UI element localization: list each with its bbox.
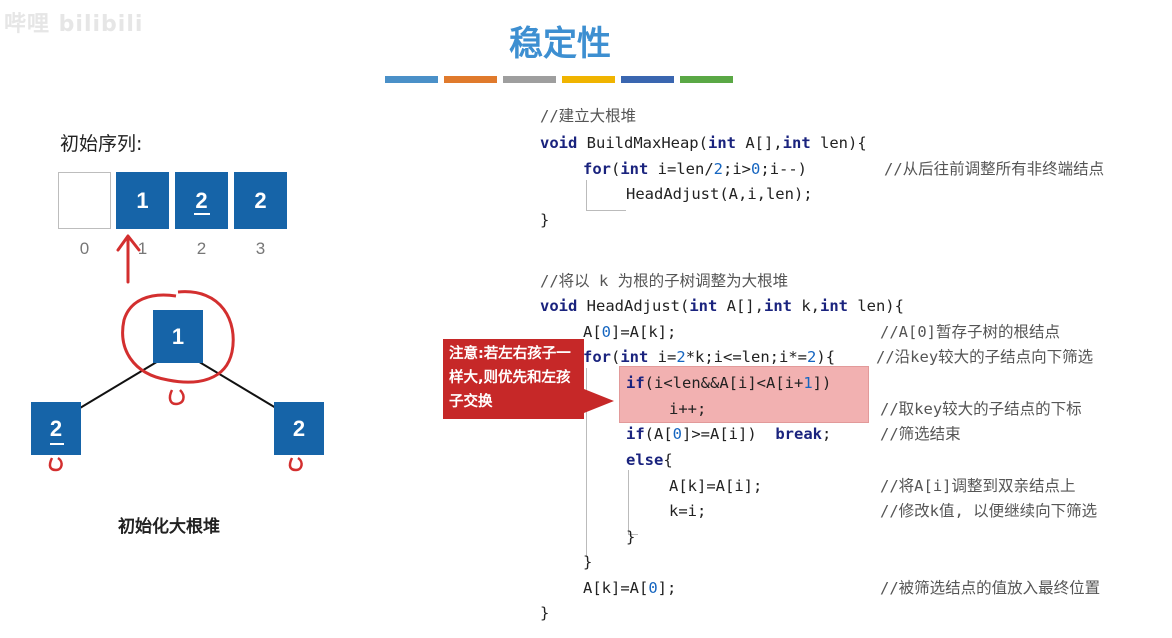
code-line: k=i;: [669, 502, 707, 520]
array-cell-1: 1: [116, 172, 169, 229]
code-line: //沿key较大的子结点向下筛选: [876, 345, 1093, 369]
code-line: //将以 k 为根的子树调整为大根堆: [540, 269, 788, 293]
code-comment: //将以 k 为根的子树调整为大根堆: [540, 272, 789, 290]
code-line: }: [540, 604, 550, 622]
array-index-3: 3: [255, 239, 266, 258]
code-comment: //修改k值, 以便继续向下筛选: [880, 502, 1098, 520]
code-comment: //建立大根堆: [540, 107, 637, 125]
callout-arrow: [584, 389, 614, 413]
code-line: for(int i=len/2;i>0;i--): [583, 160, 808, 178]
code-line: //筛选结束: [880, 422, 961, 446]
code-line: else{: [626, 451, 673, 469]
code-comment: //筛选结束: [880, 425, 961, 443]
code-comment: //沿key较大的子结点向下筛选: [876, 348, 1094, 366]
code-line: }: [540, 211, 550, 229]
tree-caption: 初始化大根堆: [118, 517, 220, 537]
code-line: HeadAdjust(A,i,len);: [626, 185, 813, 203]
title-stripe-3: [503, 76, 556, 83]
callout-note: 注意:若左右孩子一样大,则优先和左孩子交换: [443, 339, 584, 419]
code-line: //被筛选结点的值放入最终位置: [880, 576, 1100, 600]
code-line: //建立大根堆: [540, 104, 636, 128]
title-stripe-5: [621, 76, 674, 83]
tree-node-right: 2: [274, 402, 324, 455]
title-stripe-1: [385, 76, 438, 83]
page-title: 稳定性: [509, 24, 611, 64]
code-line: if(i<len&&A[i]<A[i+1]): [626, 374, 832, 392]
indent-guide: [586, 368, 587, 556]
indent-guide: [586, 210, 626, 211]
code-line: //修改k值, 以便继续向下筛选: [880, 499, 1097, 523]
code-line: i++;: [669, 400, 707, 418]
code-line: //取key较大的子结点的下标: [880, 397, 1082, 421]
code-line: //A[0]暂存子树的根结点: [880, 320, 1060, 344]
code-line: for(int i=2*k;i<=len;i*=2){: [583, 348, 836, 366]
array-index-0: 0: [79, 239, 90, 258]
array-cell-0: [58, 172, 111, 229]
code-line: //从后往前调整所有非终端结点: [884, 157, 1104, 181]
title-stripe-2: [444, 76, 497, 83]
initial-sequence-label: 初始序列:: [60, 133, 143, 155]
code-line: A[k]=A[i];: [669, 477, 763, 495]
code-line: A[k]=A[0];: [583, 579, 677, 597]
code-line: void BuildMaxHeap(int A[],int len){: [540, 134, 867, 152]
code-comment: //A[0]暂存子树的根结点: [880, 323, 1060, 341]
code-line: if(A[0]>=A[i]) break;: [626, 425, 832, 443]
indent-guide: [628, 534, 638, 535]
tree-node-root: 1: [153, 310, 203, 363]
array-index-1: 1: [137, 239, 148, 258]
code-line: }: [626, 528, 636, 546]
array-cell-3: 2: [234, 172, 287, 229]
title-stripe-6: [680, 76, 733, 83]
array-index-2: 2: [196, 239, 207, 258]
indent-guide: [628, 470, 629, 534]
tree-node-left: 2: [31, 402, 81, 455]
array-cell-2: 2: [175, 172, 228, 229]
code-line: }: [583, 553, 593, 571]
indent-guide: [586, 180, 587, 210]
code-comment: //从后往前调整所有非终端结点: [884, 160, 1105, 178]
code-line: void HeadAdjust(int A[],int k,int len){: [540, 297, 904, 315]
title-stripe-4: [562, 76, 615, 83]
code-line: //将A[i]调整到双亲结点上: [880, 474, 1076, 498]
code-line: A[0]=A[k];: [583, 323, 677, 341]
highlight-box: [619, 366, 869, 423]
code-comment: //将A[i]调整到双亲结点上: [880, 477, 1076, 495]
code-comment: //取key较大的子结点的下标: [880, 400, 1082, 418]
code-comment: //被筛选结点的值放入最终位置: [880, 579, 1101, 597]
watermark: 哔哩 bilibili: [4, 12, 144, 37]
